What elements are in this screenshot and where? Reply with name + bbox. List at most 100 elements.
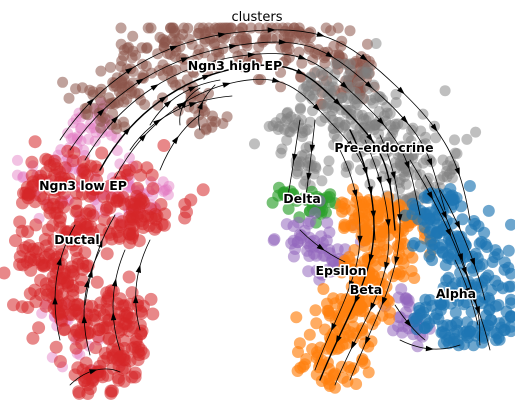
cell-point bbox=[280, 218, 293, 231]
cell-point bbox=[78, 144, 90, 156]
streamline bbox=[99, 64, 396, 231]
cell-point bbox=[344, 25, 356, 37]
cell-point bbox=[157, 176, 169, 188]
cell-point bbox=[326, 330, 339, 343]
cell-point bbox=[281, 134, 293, 146]
cell-point bbox=[321, 297, 333, 310]
cell-point bbox=[115, 175, 129, 189]
streamline-arrowhead bbox=[381, 296, 388, 306]
streamline bbox=[314, 149, 361, 371]
cell-point bbox=[424, 234, 437, 247]
cell-point bbox=[370, 38, 382, 49]
cell-point bbox=[449, 134, 460, 146]
cell-point bbox=[309, 207, 322, 219]
cell-point bbox=[502, 261, 515, 274]
cell-point bbox=[71, 298, 85, 312]
cell-point bbox=[304, 235, 317, 248]
streamline-arrowhead bbox=[312, 103, 321, 112]
cell-point bbox=[359, 295, 372, 308]
cell-point bbox=[146, 307, 160, 321]
streamline-arrowhead bbox=[359, 53, 368, 61]
cell-point bbox=[505, 293, 515, 306]
streamline bbox=[54, 224, 76, 341]
cell-point bbox=[193, 27, 205, 39]
streamline-arrowhead bbox=[400, 115, 408, 124]
cell-point bbox=[63, 92, 75, 104]
cell-point bbox=[145, 168, 159, 182]
streamline-arrowhead bbox=[441, 211, 447, 220]
cell-point bbox=[324, 265, 337, 278]
cell-point bbox=[390, 97, 402, 108]
cell-point bbox=[53, 183, 67, 196]
cell-point bbox=[89, 160, 103, 174]
cell-point bbox=[376, 309, 389, 322]
cell-point bbox=[115, 38, 127, 50]
cell-point bbox=[310, 162, 322, 174]
cell-point bbox=[463, 180, 476, 192]
cell-point bbox=[9, 234, 22, 248]
cell-point bbox=[123, 223, 137, 237]
cell-point bbox=[328, 101, 340, 113]
cell-point bbox=[344, 58, 356, 70]
cluster-label-pre-endocrine: Pre-endocrine bbox=[334, 140, 433, 155]
cell-point bbox=[27, 179, 40, 192]
cell-point bbox=[362, 366, 375, 379]
cell-point bbox=[38, 250, 52, 264]
cell-point bbox=[200, 124, 212, 136]
streamline-arrowhead bbox=[159, 96, 168, 103]
cell-point bbox=[289, 32, 301, 44]
cell-point bbox=[295, 114, 307, 126]
cell-point bbox=[294, 102, 306, 114]
cell-point bbox=[202, 65, 214, 77]
cell-point bbox=[240, 34, 252, 46]
streamline-arrowhead bbox=[385, 219, 391, 228]
cell-point bbox=[54, 195, 68, 209]
cell-point bbox=[131, 294, 145, 308]
cell-point bbox=[278, 57, 289, 68]
cell-point bbox=[90, 173, 103, 187]
cell-point bbox=[370, 155, 382, 167]
cell-point bbox=[456, 213, 469, 226]
streamline-arrowhead bbox=[426, 158, 433, 167]
cell-point bbox=[58, 161, 72, 175]
streamline-arrowhead bbox=[316, 243, 325, 251]
cell-points bbox=[0, 22, 515, 400]
streamline-arrowhead bbox=[350, 341, 357, 350]
cell-point bbox=[471, 277, 484, 290]
streamline-arrowhead bbox=[111, 278, 118, 287]
cell-point bbox=[77, 162, 91, 176]
cell-point bbox=[348, 244, 361, 256]
cell-point bbox=[309, 304, 322, 317]
streamline-arrowhead bbox=[404, 319, 412, 328]
cell-point bbox=[292, 166, 303, 177]
cell-point bbox=[418, 207, 431, 220]
cell-point bbox=[366, 318, 379, 331]
cell-point bbox=[101, 351, 115, 365]
streamline-arrowhead bbox=[217, 32, 227, 38]
cell-point bbox=[491, 248, 504, 261]
cell-point bbox=[299, 125, 311, 137]
cell-point bbox=[116, 83, 128, 95]
cell-point bbox=[291, 365, 304, 377]
cell-point bbox=[373, 128, 385, 140]
cell-point bbox=[336, 263, 349, 276]
streamline-arrowhead bbox=[454, 220, 461, 230]
cell-point bbox=[102, 179, 116, 193]
cell-point bbox=[308, 247, 320, 260]
cell-point bbox=[295, 91, 307, 103]
cluster-label-alpha: Alpha bbox=[436, 286, 476, 301]
cell-point bbox=[133, 88, 145, 100]
cell-point bbox=[453, 243, 466, 256]
cell-point bbox=[81, 378, 95, 392]
cluster-label-ductal: Ductal bbox=[54, 232, 99, 247]
cell-point bbox=[79, 207, 93, 221]
streamline-arrowhead bbox=[229, 44, 238, 50]
cell-point bbox=[13, 258, 27, 271]
streamline-arrowhead bbox=[394, 256, 400, 265]
cell-point bbox=[431, 198, 444, 211]
cell-point bbox=[225, 22, 237, 34]
streamline bbox=[424, 174, 481, 346]
cell-point bbox=[196, 183, 210, 197]
cell-point bbox=[13, 215, 27, 229]
cell-point bbox=[210, 61, 222, 73]
